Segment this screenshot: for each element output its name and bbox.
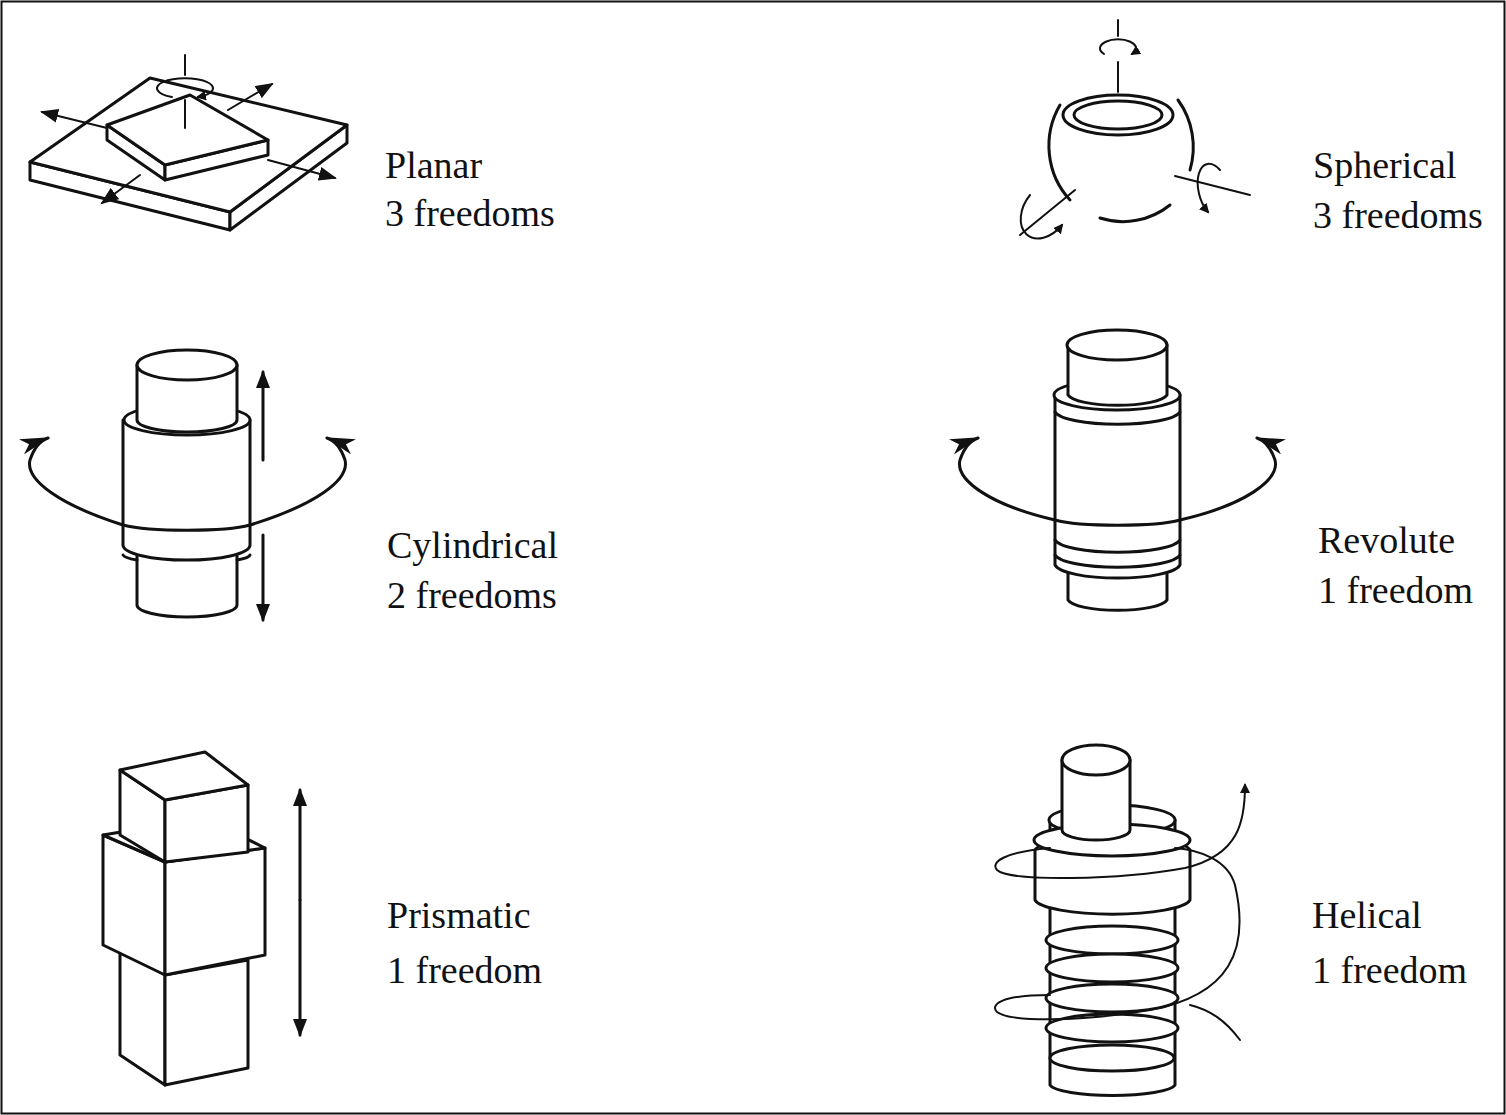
freedom-count: 1 freedom — [387, 951, 542, 989]
freedom-count: 3 freedoms — [1313, 196, 1483, 234]
planar-joint — [30, 55, 347, 230]
joint-name: Prismatic — [387, 896, 531, 934]
joint-name: Helical — [1312, 896, 1422, 934]
spherical-joint — [1020, 20, 1250, 238]
joint-name: Planar — [385, 146, 482, 184]
joint-name: Spherical — [1313, 146, 1457, 184]
helical-joint — [995, 745, 1245, 1095]
cylindrical-joint — [30, 350, 346, 620]
freedom-count: 2 freedoms — [387, 576, 557, 614]
joint-name: Revolute — [1318, 521, 1455, 559]
freedom-count: 3 freedoms — [385, 194, 555, 232]
freedom-count: 1 freedom — [1318, 571, 1473, 609]
freedom-count: 1 freedom — [1312, 951, 1467, 989]
prismatic-joint — [103, 752, 300, 1085]
joint-name: Cylindrical — [387, 526, 558, 564]
revolute-joint — [960, 330, 1276, 610]
